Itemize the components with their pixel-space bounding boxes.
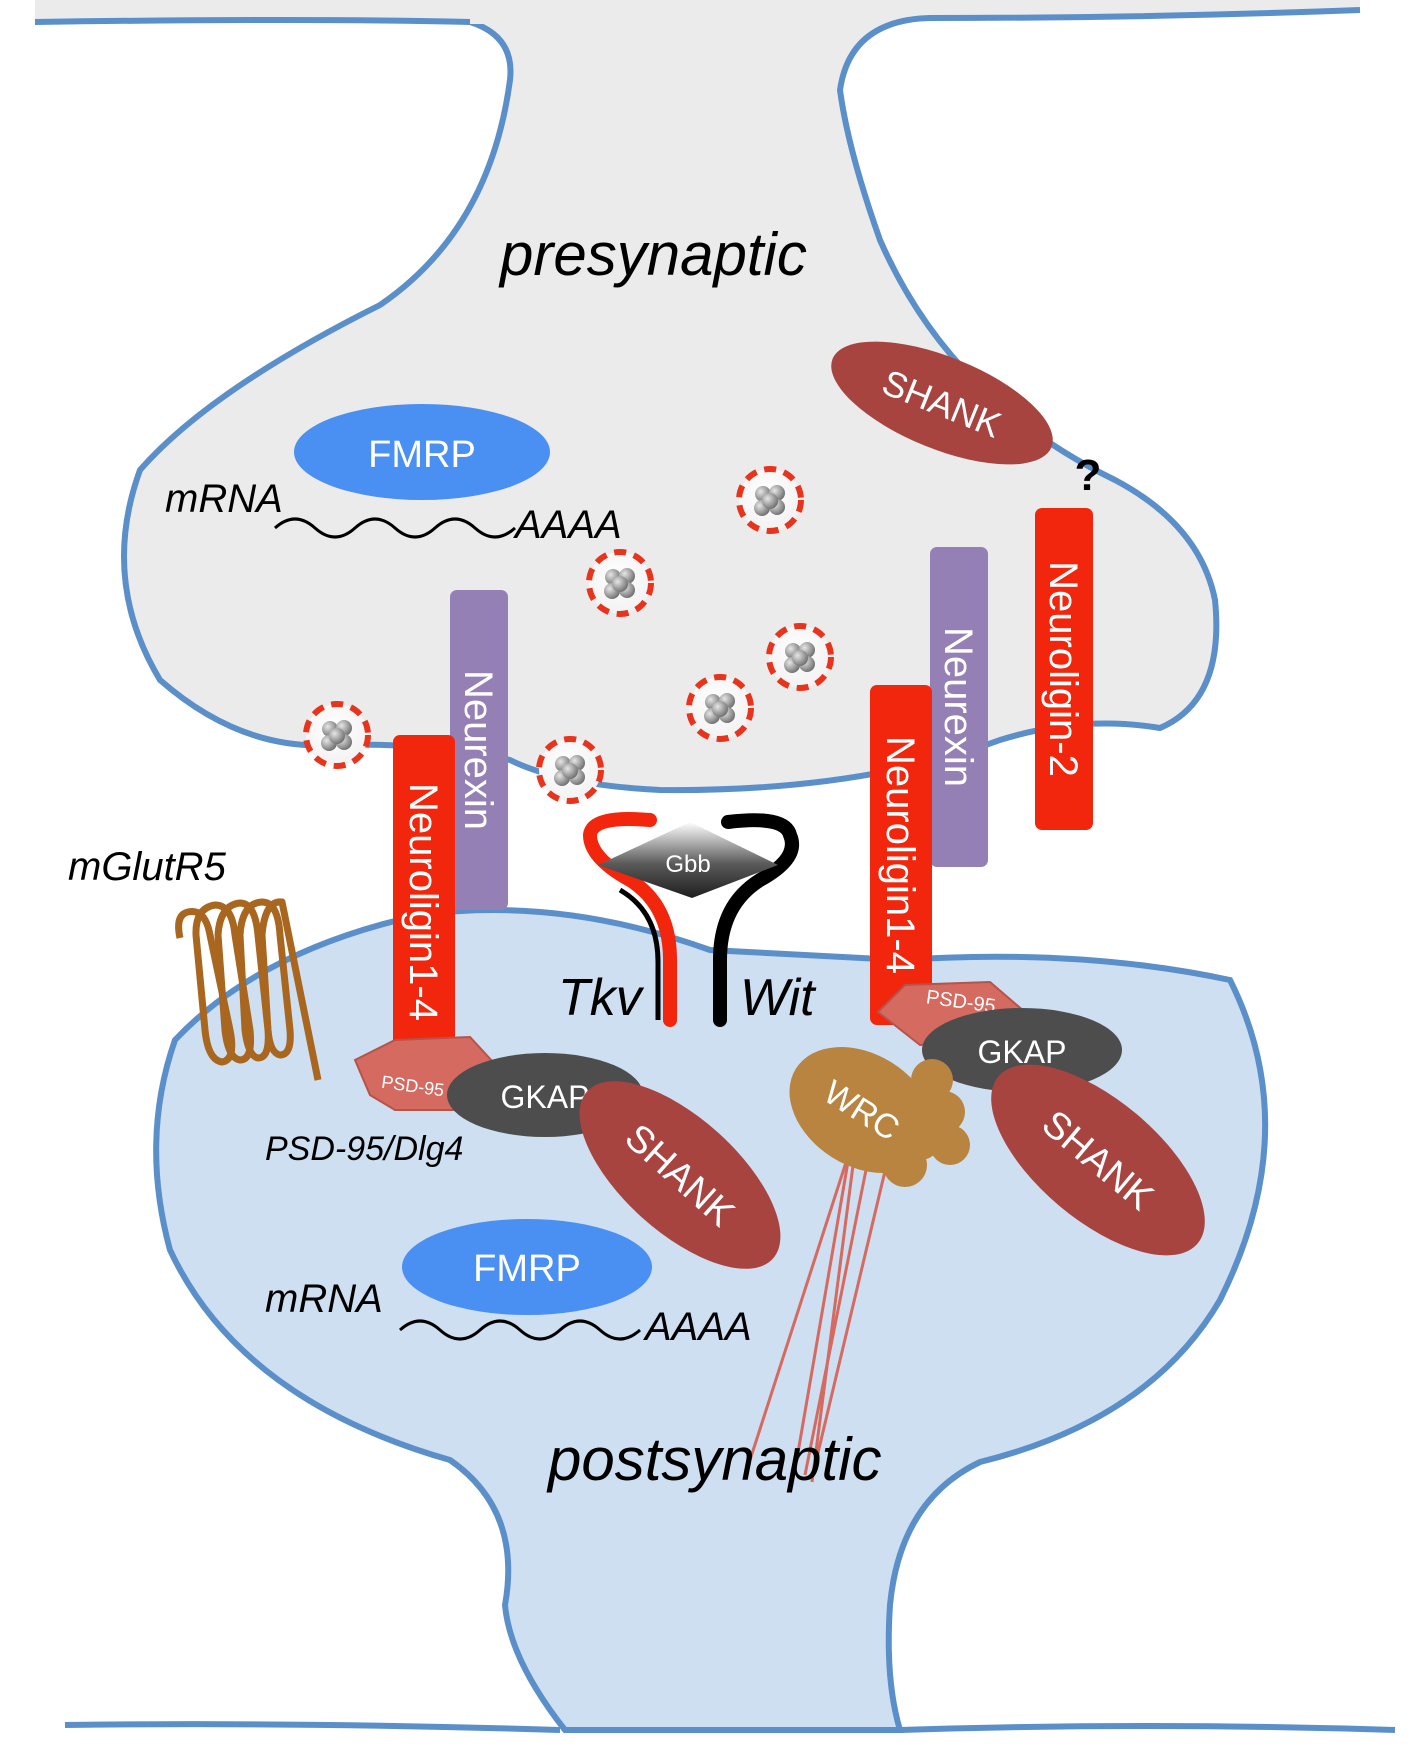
- gkap-right-ellipse: [922, 1008, 1122, 1092]
- wit-label: Wit: [740, 969, 817, 1027]
- neuroligin-left-bar: [393, 735, 455, 1070]
- vesicle-6: [539, 739, 601, 801]
- vesicle-5: [306, 704, 368, 766]
- post-fmrp-label: FMRP: [473, 1248, 581, 1290]
- pre-mrna-strand: [273, 517, 517, 539]
- vesicle-1: [739, 469, 801, 531]
- neurexin-right-label: Neurexin: [936, 627, 980, 787]
- pre-polya-label: AAAA: [513, 503, 622, 547]
- vesicle-3: [769, 626, 831, 688]
- bottom-membrane-left: [64, 1721, 561, 1733]
- neuroligin-left-label: Neuroligin1-4: [401, 783, 445, 1021]
- neuroligin-right-bar: [870, 685, 932, 1025]
- neuroligin2-bar: [1035, 508, 1093, 830]
- gbb-ligand: [598, 822, 778, 898]
- pre-fmrp-ellipse: [294, 404, 550, 500]
- wit-receptor: [713, 813, 799, 1027]
- mglutr5-receptor: [175, 898, 322, 1081]
- vesicle-4: [689, 677, 751, 739]
- neurexin-left-bar: [450, 590, 508, 910]
- presynaptic-membrane-outline: [34, 7, 1361, 794]
- post-polya-label: AAAA: [643, 1305, 752, 1349]
- presynaptic-membrane: [35, 0, 1360, 791]
- postsynaptic-label: postsynaptic: [546, 1426, 882, 1493]
- neuroligin-right-label: Neuroligin1-4: [878, 736, 922, 974]
- pre-shank: SHANK: [831, 341, 1053, 465]
- post-mrna-strand: [398, 1319, 642, 1341]
- neuroligin2-label: Neuroligin-2: [1041, 561, 1085, 777]
- wrc-complex: WRC: [789, 1047, 970, 1187]
- question-mark: ?: [1075, 451, 1102, 500]
- top-fill-cap: [470, 0, 850, 24]
- neurexin-right-bar: [930, 547, 988, 867]
- post-mrna-label: mRNA: [265, 1277, 383, 1321]
- tkv-receptor-core: [618, 887, 661, 1020]
- gbb-label: Gbb: [665, 851, 710, 878]
- actin-filaments: [748, 1149, 892, 1483]
- neurexin-left-label: Neurexin: [456, 670, 500, 830]
- vesicle-2: [589, 552, 651, 614]
- mglutr5-label: mGlutR5: [68, 845, 227, 889]
- tkv-label: Tkv: [558, 969, 645, 1027]
- post-fmrp-ellipse: [402, 1219, 652, 1315]
- post-shank-right: SHANK: [991, 1064, 1205, 1256]
- pre-fmrp-label: FMRP: [368, 434, 476, 476]
- presynaptic-label: presynaptic: [498, 221, 807, 288]
- pre-mrna-label: mRNA: [165, 477, 283, 521]
- gkap-right-label: GKAP: [978, 1034, 1067, 1070]
- psd95-dlg4-label: PSD-95/Dlg4: [265, 1130, 463, 1168]
- bottom-membrane-right: [899, 1723, 1396, 1733]
- gkap-left-label: GKAP: [501, 1079, 590, 1115]
- postsynaptic-membrane: [153, 907, 1269, 1733]
